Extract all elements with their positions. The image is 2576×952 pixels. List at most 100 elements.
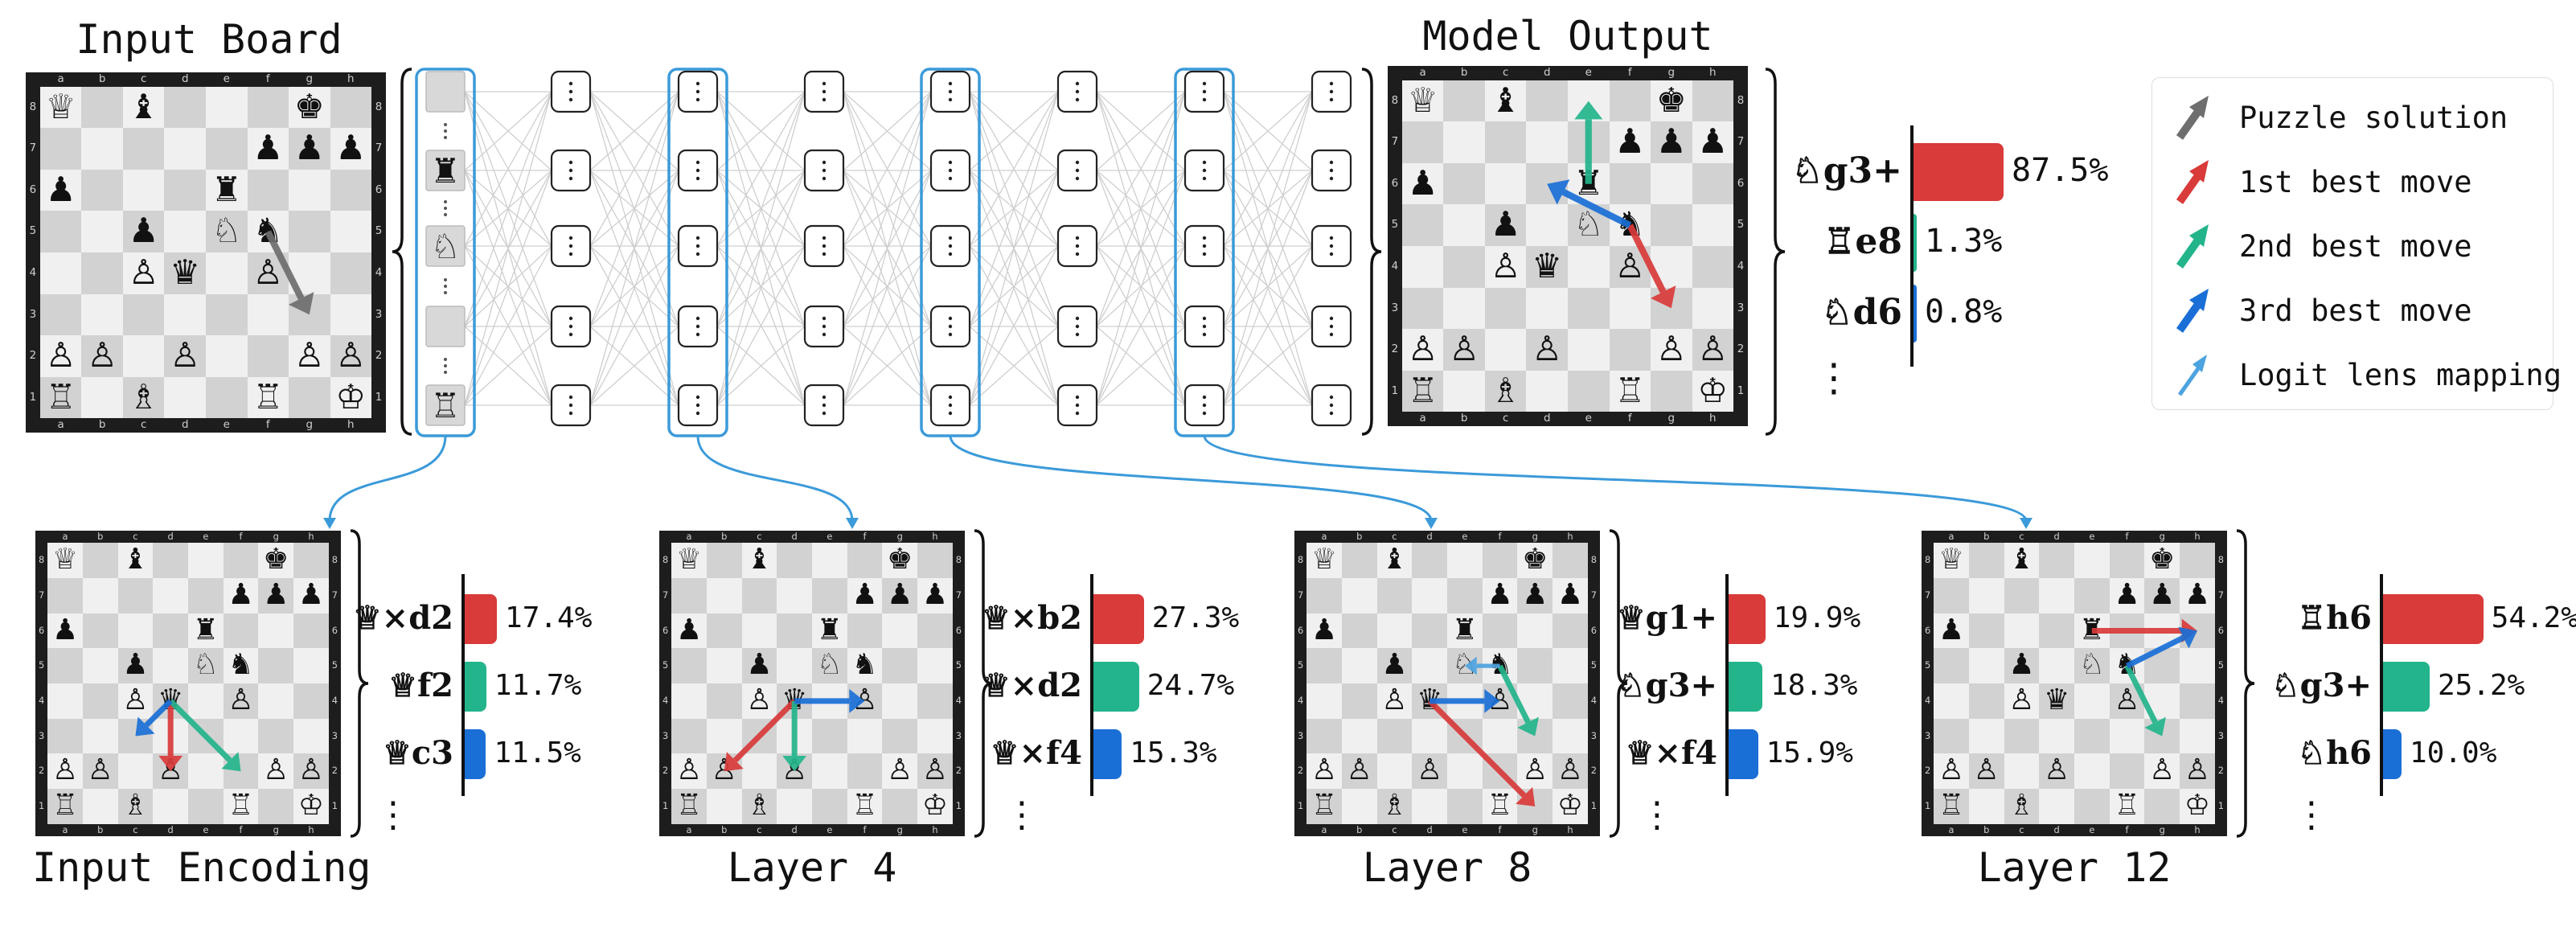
square <box>82 543 118 578</box>
probability-bar <box>2383 729 2402 779</box>
square <box>1482 543 1518 578</box>
black-piece-c5: ♟ <box>746 648 773 682</box>
rank-label-5: 5 <box>375 225 383 238</box>
square <box>1341 789 1377 824</box>
square <box>1568 370 1610 412</box>
white-piece-g2: ♙ <box>1522 753 1548 787</box>
predicted-move-label: ♕c3 <box>382 734 453 773</box>
file-label-b: b <box>1356 823 1363 835</box>
rank-label-3: 3 <box>331 729 338 741</box>
white-piece-a2: ♙ <box>1938 753 1965 787</box>
white-piece-a8: ♕ <box>51 543 79 577</box>
rank-label-7: 7 <box>2217 589 2225 601</box>
rank-label-4: 4 <box>1590 695 1598 706</box>
square <box>1692 329 1734 371</box>
file-label-d: d <box>1543 412 1551 425</box>
square <box>882 577 918 613</box>
square <box>1934 789 1969 824</box>
square <box>1376 543 1413 578</box>
probability-label: 24.7% <box>1146 668 1235 702</box>
square <box>1609 287 1651 330</box>
rank-label-5: 5 <box>1297 659 1304 671</box>
file-label-d: d <box>1426 823 1433 835</box>
rank-label-4: 4 <box>662 695 669 706</box>
square <box>2144 753 2180 790</box>
square <box>289 86 330 129</box>
black-piece-c8: ♝ <box>2008 543 2035 577</box>
file-label-f: f <box>2125 823 2129 835</box>
probability-label: 87.5% <box>2012 152 2109 190</box>
square <box>1517 577 1553 613</box>
square <box>1306 683 1342 719</box>
square <box>812 648 847 683</box>
black-piece-a6: ♟ <box>45 169 76 209</box>
rank-label-4: 4 <box>1924 695 1931 706</box>
square <box>2039 683 2074 719</box>
file-label-f: f <box>863 531 867 542</box>
white-piece-a2: ♙ <box>45 335 76 375</box>
square <box>1484 329 1527 371</box>
square <box>2109 718 2145 754</box>
probability-bar <box>465 729 486 779</box>
rank-label-8: 8 <box>375 101 383 113</box>
black-piece-e6: ♜ <box>211 169 242 209</box>
network-node <box>803 224 845 268</box>
white-piece-a1: ♖ <box>675 789 703 823</box>
square <box>39 293 82 336</box>
black-piece-a6: ♟ <box>51 613 79 646</box>
file-label-d: d <box>167 531 174 542</box>
square <box>330 376 372 419</box>
white-piece-c4: ♙ <box>1381 683 1408 716</box>
rank-label-7: 7 <box>1391 136 1399 149</box>
square <box>1484 370 1527 412</box>
square <box>671 577 707 613</box>
square <box>47 577 83 613</box>
rank-label-8: 8 <box>1297 554 1304 566</box>
rank-label-3: 3 <box>38 729 45 741</box>
file-label-g: g <box>273 531 279 542</box>
file-label-d: d <box>791 531 798 542</box>
network-node <box>929 384 971 427</box>
network-node <box>677 149 719 192</box>
square <box>1609 121 1651 163</box>
black-piece-a6: ♟ <box>675 613 703 646</box>
white-piece-g2: ♙ <box>887 753 913 787</box>
black-piece-g7: ♟ <box>263 577 289 611</box>
square <box>39 86 82 129</box>
white-piece-h2: ♙ <box>297 753 324 787</box>
file-label-b: b <box>1460 412 1468 425</box>
probability-label: 27.3% <box>1151 601 1240 634</box>
square <box>741 543 777 578</box>
rank-label-4: 4 <box>2217 695 2225 706</box>
white-piece-b2: ♙ <box>87 753 113 787</box>
square <box>330 128 372 170</box>
file-label-h: h <box>1567 531 1573 542</box>
rank-label-3: 3 <box>955 729 962 741</box>
white-piece-c4: ♙ <box>122 683 149 716</box>
square <box>1484 80 1527 122</box>
predicted-move-label: ♖h6 <box>2297 599 2372 638</box>
probability-bar <box>465 594 498 644</box>
file-label-b: b <box>721 531 728 542</box>
network-node <box>550 224 592 268</box>
probability-bar <box>1093 729 1122 779</box>
square <box>47 753 83 790</box>
square <box>847 648 883 683</box>
square <box>223 613 259 649</box>
square <box>1306 577 1342 613</box>
square <box>1968 718 2004 754</box>
rank-label-7: 7 <box>331 589 338 601</box>
square <box>1609 80 1651 122</box>
embedding-piece: ♘ <box>430 227 461 266</box>
file-label-e: e <box>223 73 230 85</box>
network-node <box>1056 305 1098 348</box>
square <box>1484 204 1527 246</box>
square <box>2109 577 2145 613</box>
rank-label-2: 2 <box>29 350 37 363</box>
square <box>289 335 330 377</box>
file-label-b: b <box>1460 67 1468 79</box>
prediction-axis <box>461 574 465 796</box>
file-label-a: a <box>686 531 692 542</box>
square <box>47 543 83 578</box>
